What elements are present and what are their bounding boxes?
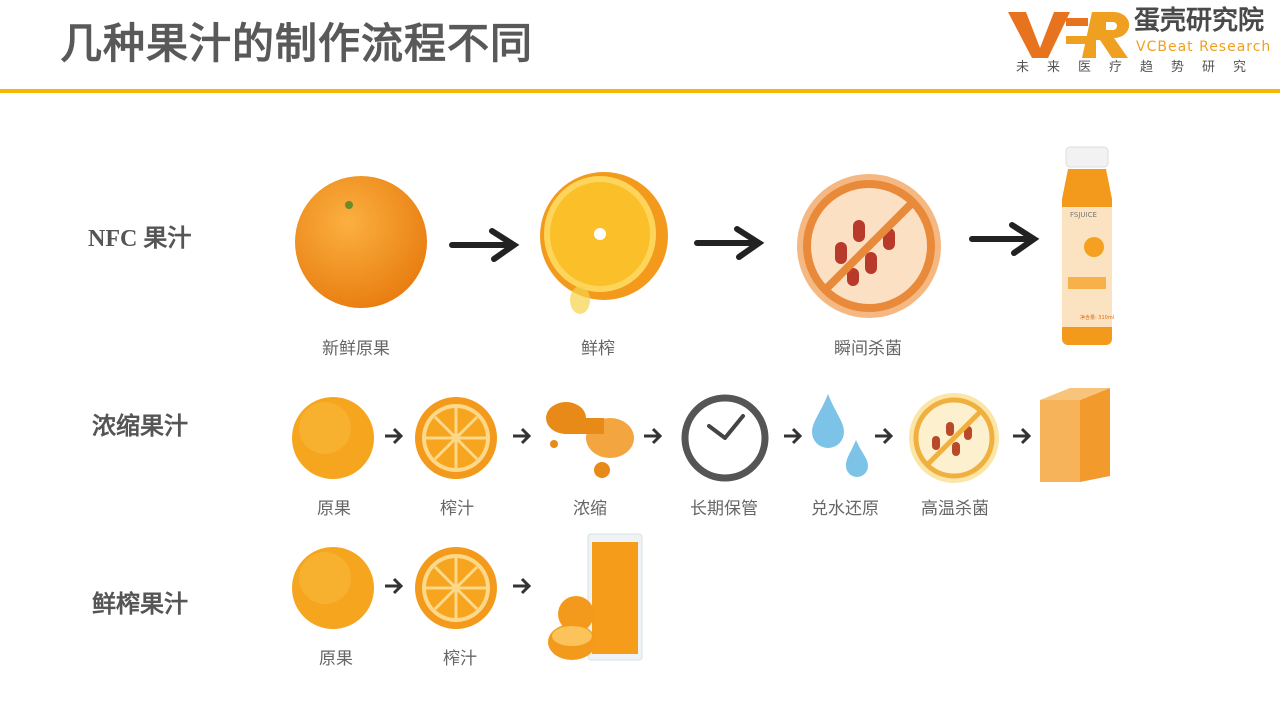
- arrow-right-icon: [385, 427, 404, 445]
- step-caption: 瞬间杀菌: [834, 339, 902, 359]
- logo-name-en: VCBeat Research: [1136, 39, 1272, 55]
- nfc-juice-bottle: FSJUICE 净含量: 310ml: [1058, 146, 1116, 347]
- juice-carton-icon: [1040, 388, 1110, 482]
- page-title: 几种果汁的制作流程不同: [60, 19, 534, 68]
- clock-icon: [681, 394, 769, 482]
- logo-name-cn: 蛋壳研究院: [1134, 6, 1265, 36]
- arrow-right-icon: [694, 226, 765, 260]
- water-drops-icon: [812, 394, 868, 477]
- logo: 蛋壳研究院 VCBeat Research 未来医疗趋势研究: [1008, 6, 1280, 82]
- sliced-orange-icon: [415, 547, 497, 629]
- row-label-fresh: 鲜榨果汁: [92, 590, 188, 618]
- bottle-brand: FSJUICE: [1070, 211, 1097, 219]
- arrow-right-icon: [513, 577, 532, 595]
- step-caption: 榨汁: [443, 649, 477, 669]
- whole-orange-icon: [295, 176, 427, 308]
- step-caption: 原果: [319, 649, 353, 669]
- orange-juice-glass-icon: [548, 533, 643, 661]
- bottle-icon: [1062, 146, 1112, 345]
- concentrate-drops-icon: [546, 402, 634, 478]
- no-bacteria-icon: [909, 393, 999, 483]
- row-label-nfc: NFC 果汁: [88, 226, 192, 252]
- step-caption: 长期保管: [690, 499, 758, 519]
- row-label-concentrate: 浓缩果汁: [92, 412, 188, 440]
- whole-orange-icon: [292, 547, 374, 629]
- whole-orange-icon: [292, 397, 374, 479]
- logo-tagline: 未来医疗趋势研究: [1016, 60, 1265, 75]
- arrow-right-icon: [1013, 427, 1032, 445]
- no-bacteria-icon: [797, 174, 941, 318]
- step-caption: 榨汁: [440, 499, 474, 519]
- half-orange-icon: [540, 172, 668, 314]
- step-caption: 鲜榨: [581, 339, 615, 359]
- title-divider: [0, 89, 1280, 93]
- arrow-right-icon: [385, 577, 404, 595]
- bottle-volume: 净含量: 310ml: [1080, 315, 1115, 321]
- arrow-right-icon: [969, 222, 1040, 256]
- sliced-orange-icon: [415, 397, 497, 479]
- step-caption: 浓缩: [573, 499, 607, 519]
- step-caption: 原果: [317, 499, 351, 519]
- arrow-right-icon: [449, 228, 520, 262]
- step-caption: 新鲜原果: [322, 339, 390, 359]
- arrow-right-icon: [875, 427, 894, 445]
- arrow-right-icon: [784, 427, 803, 445]
- step-caption: 高温杀菌: [921, 499, 989, 519]
- vbr-logo-mark: [1008, 12, 1130, 58]
- arrow-right-icon: [644, 427, 663, 445]
- step-caption: 兑水还原: [811, 499, 879, 519]
- arrow-right-icon: [513, 427, 532, 445]
